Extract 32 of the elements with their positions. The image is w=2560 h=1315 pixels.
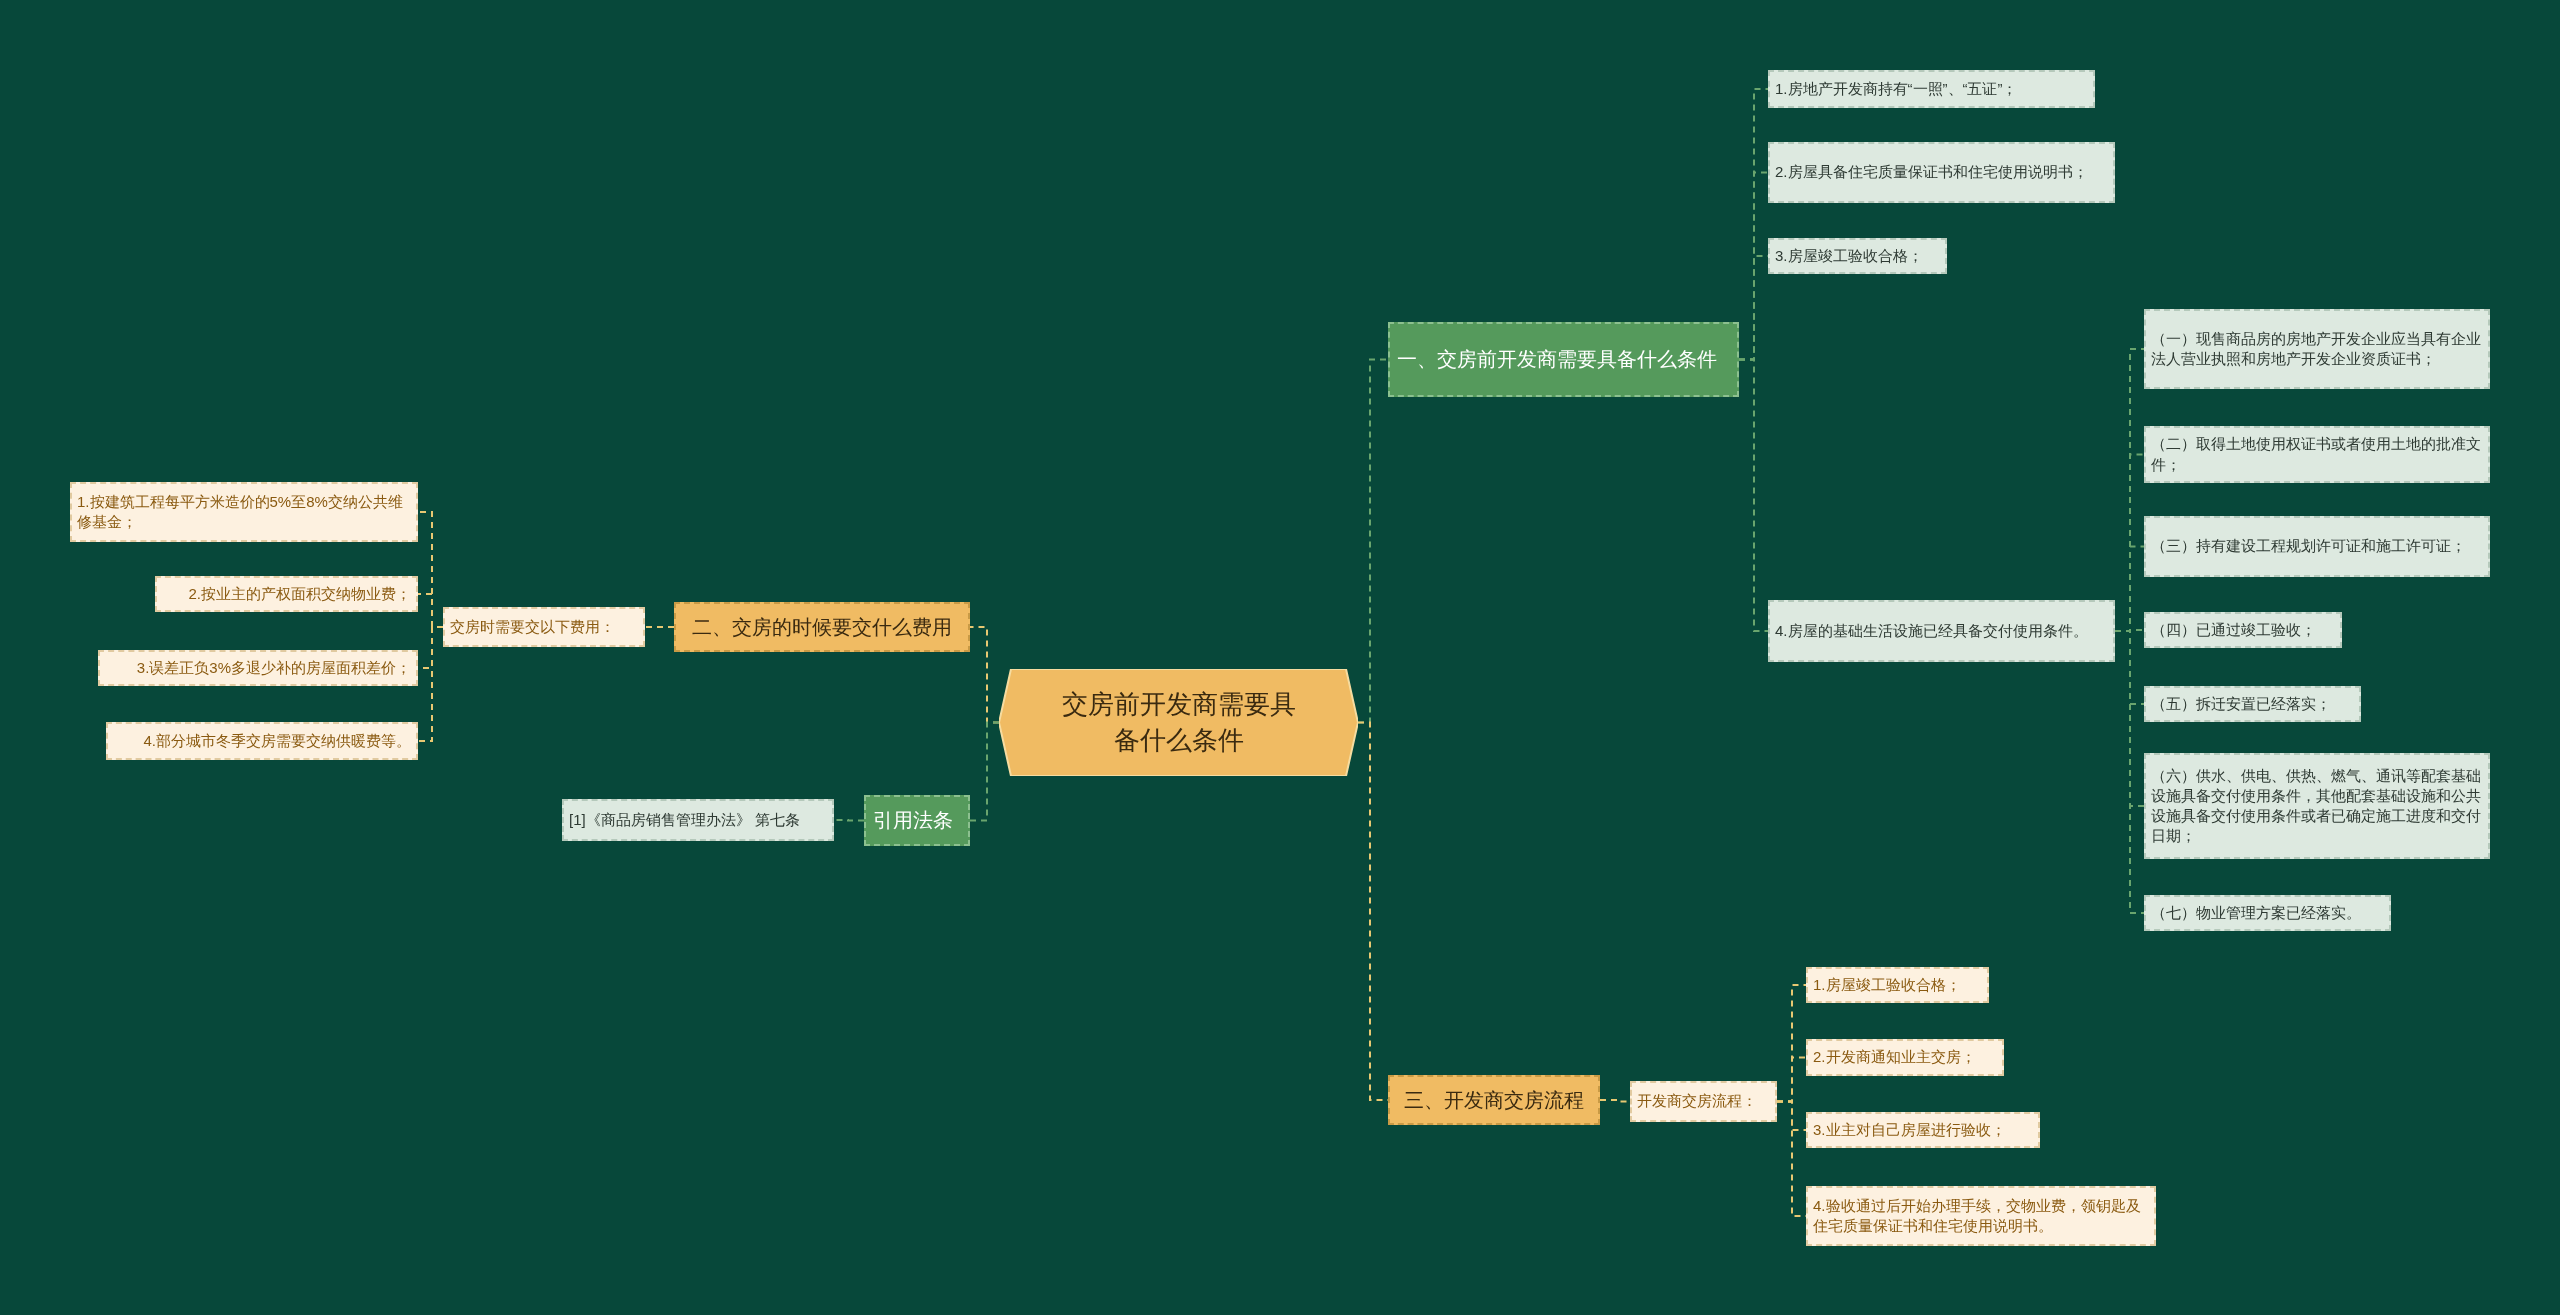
note-box: 4.验收通过后开始办理手续，交物业费，领钥匙及住宅质量保证书和住宅使用说明书。 [1806,1186,2156,1246]
note-box: 3.业主对自己房屋进行验收； [1806,1112,2040,1148]
topic-box: 引用法条 [864,795,970,846]
connector-line [644,626,675,628]
note-box: 1.按建筑工程每平方米造价的5%至8%交纳公共维修基金； [70,482,418,542]
connector-line [2114,630,2145,914]
note-box: 2.房屋具备住宅质量保证书和住宅使用说明书； [1768,142,2115,203]
note-box: 4.房屋的基础生活设施已经具备交付使用条件。 [1768,600,2115,662]
topic-box: 二、交房的时候要交什么费用 [674,602,970,652]
topic-box: 三、开发商交房流程 [1388,1075,1600,1125]
note-box: （二）取得土地使用权证书或者使用土地的批准文件； [2144,426,2490,483]
connector-line [969,721,1000,822]
note-box: 4.部分城市冬季交房需要交纳供暖费等。 [106,722,418,760]
note-box: 1.房屋竣工验收合格； [1806,967,1989,1003]
connector-line [417,626,444,742]
note-box: 开发商交房流程： [1630,1081,1777,1122]
note-box: （七）物业管理方案已经落实。 [2144,895,2391,931]
note-box: （四）已通过竣工验收； [2144,612,2342,648]
topic-hexagon: 交房前开发商需要具备什么条件 [999,669,1358,776]
note-box: 2.按业主的产权面积交纳物业费； [155,576,418,612]
note-box: 3.误差正负3%多退少补的房屋面积差价； [98,650,418,686]
topic-box: 一、交房前开发商需要具备什么条件 [1388,322,1739,397]
note-box: 交房时需要交以下费用： [443,607,645,647]
connector-line [1738,358,1769,632]
note-box: 1.房地产开发商持有“一照”、“五证”； [1768,70,2095,108]
note-box: （五）拆迁安置已经落实； [2144,686,2361,722]
note-box: 2.开发商通知业主交房； [1806,1039,2004,1076]
note-box: （六）供水、供电、供热、燃气、通讯等配套基础设施具备交付使用条件，其他配套基础设施和公共设施具备交付使用条件或者已确定施工进度和交付日期； [2144,753,2490,859]
note-box: （三）持有建设工程规划许可证和施工许可证； [2144,516,2490,577]
note-box: （一）现售商品房的房地产开发企业应当具有企业法人营业执照和房地产开发企业资质证书； [2144,309,2490,389]
note-box: [1]《商品房销售管理办法》 第七条 [562,799,834,841]
note-box: 3.房屋竣工验收合格； [1768,238,1947,274]
